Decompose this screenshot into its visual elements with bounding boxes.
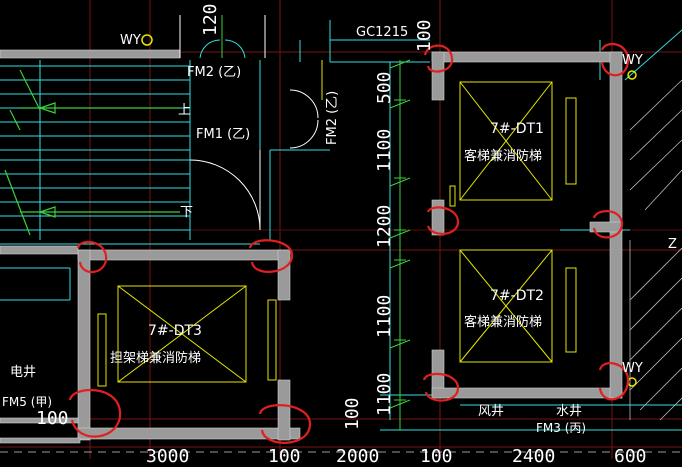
stair-treads — [0, 20, 682, 431]
label-shang: 上 — [178, 103, 192, 118]
dim-120: 120 — [200, 3, 221, 36]
label-dt1-name: 客梯兼消防梯 — [464, 149, 543, 164]
dim-100-bottom-a: 100 — [268, 446, 301, 467]
doors — [179, 15, 330, 231]
dim-1100c: 1100 — [374, 372, 395, 416]
label-fm3: FM3 (丙) — [536, 421, 587, 435]
label-xia: 下 — [180, 205, 194, 220]
walls — [0, 49, 623, 444]
lift-dt3-car — [97, 285, 277, 387]
red-markup-circles — [68, 42, 630, 444]
dim-1100a: 1100 — [374, 128, 395, 172]
label-wy-right-top: WY — [622, 53, 643, 68]
label-wy-right-bottom: WY — [622, 361, 643, 376]
label-dt3-code: 7#-DT3 — [148, 323, 202, 339]
dim-100-bottom: 100 — [342, 397, 363, 430]
lift-dt1-car — [449, 81, 577, 207]
label-fengjing: 风井 — [478, 404, 505, 419]
dim-1200: 1200 — [374, 204, 395, 248]
dim-3000: 3000 — [146, 446, 190, 467]
label-dt2-code: 7#-DT2 — [490, 288, 544, 304]
label-wy-top: WY — [120, 33, 141, 48]
label-dt2-name: 客梯兼消防梯 — [464, 315, 543, 330]
dim-2000: 2000 — [336, 446, 380, 467]
hatch-area — [629, 79, 682, 421]
stair-arrows — [4, 69, 180, 236]
dim-500: 500 — [374, 71, 395, 104]
label-fm5: FM5 (甲) — [2, 395, 53, 409]
label-fm1: FM1 (乙) — [196, 127, 251, 142]
label-z: Z — [668, 237, 677, 252]
dimension-line-vertical — [389, 59, 411, 430]
label-dt1-code: 7#-DT1 — [490, 121, 544, 137]
label-fm2-top: FM2 (乙) — [187, 65, 242, 80]
dim-600: 600 — [614, 446, 647, 467]
dim-100-left: 100 — [36, 408, 69, 429]
label-gc1215: GC1215 — [356, 25, 409, 40]
dim-100-top: 100 — [414, 19, 435, 52]
lift-dt2-car — [459, 249, 577, 363]
dim-100-bottom-b: 100 — [420, 446, 453, 467]
label-shuijing: 水井 — [556, 404, 583, 419]
label-dianjing: 电井 — [10, 365, 37, 380]
label-dt3-name: 担架梯兼消防梯 — [110, 351, 202, 366]
label-fm2-vertical: FM2 (乙) — [325, 90, 340, 145]
dim-2400: 2400 — [512, 446, 556, 467]
dim-1100b: 1100 — [374, 294, 395, 338]
